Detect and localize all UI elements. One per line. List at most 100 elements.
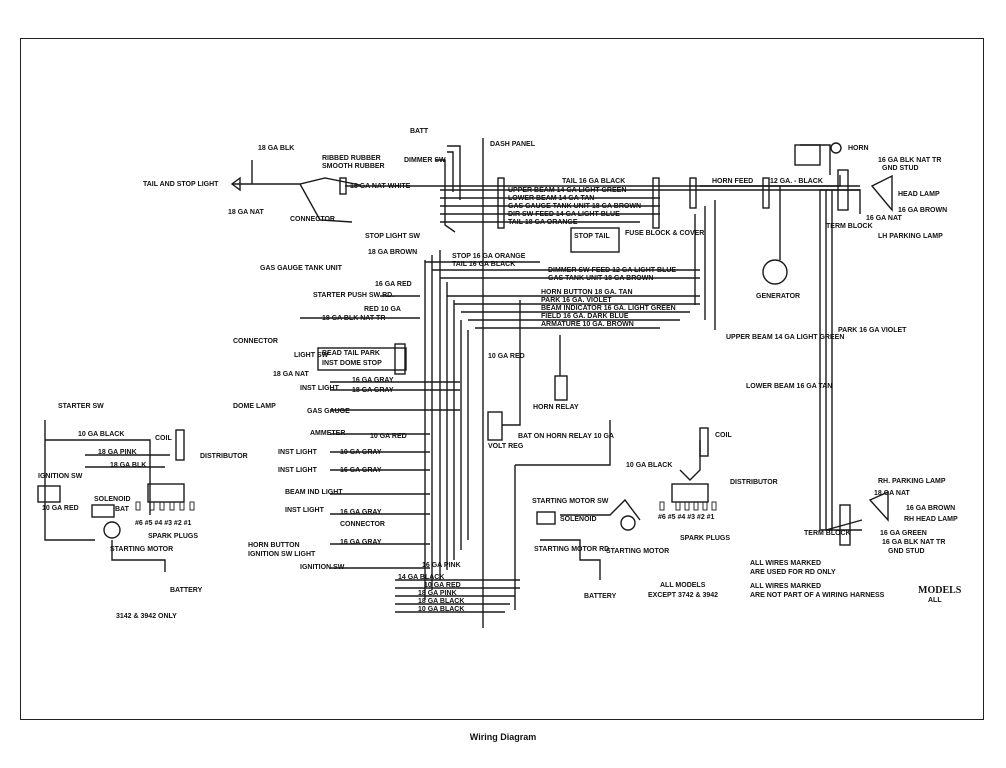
label-18ga-black: 18 GA BLACK: [418, 598, 464, 605]
label-18ga-nat-c: 18 GA NAT: [874, 490, 911, 497]
label-models: MODELS: [918, 585, 962, 596]
label-10ga-black-a: 10 GA BLACK: [78, 431, 124, 438]
label-horn-button-tan: HORN BUTTON 18 GA. TAN: [541, 289, 633, 296]
label-dome-lamp: DOME LAMP: [233, 403, 276, 410]
label-starting-motor-sw: STARTING MOTOR SW: [532, 498, 609, 505]
label-solenoid-a: SOLENOID: [94, 496, 131, 503]
label-18ga-pink: 18 GA PINK: [98, 449, 137, 456]
label-gas-tank-unit: GAS TANK UNIT 18 GA BROWN: [548, 275, 653, 282]
label-fuse-block: FUSE BLOCK & COVER: [625, 230, 704, 237]
label-dash-panel: DASH PANEL: [490, 141, 536, 148]
label-light-sw: LIGHT SW: [294, 352, 329, 359]
label-starting-motor-a: STARTING MOTOR: [110, 546, 173, 553]
label-stop-light-sw: STOP LIGHT SW: [365, 233, 420, 240]
label-16ga-blk-nat-tr: 16 GA BLK NAT TR: [878, 157, 941, 164]
label-10ga-red-b: 10 GA RED: [370, 433, 407, 440]
label-all-models: ALL MODELS: [660, 582, 706, 589]
label-starter-push: STARTER PUSH SW RD.: [313, 292, 394, 299]
label-tail-orange: TAIL 18 GA ORANGE: [508, 219, 578, 226]
label-all-wires-harness: ALL WIRES MARKED: [750, 583, 821, 590]
label-tail-black: TAIL 16 GA BLACK: [562, 178, 625, 185]
label-16ga-brown-b: 16 GA BROWN: [906, 505, 955, 512]
label-not-part-harness: ARE NOT PART OF A WIRING HARNESS: [750, 592, 885, 599]
label-16ga-gray-b: 16 GA GRAY: [340, 467, 382, 474]
label-16ga-blk-nat-tr-b: 16 GA BLK NAT TR: [882, 539, 945, 546]
label-beam-indicator: BEAM INDICATOR 16 GA. LIGHT GREEN: [541, 305, 676, 312]
label-10ga-black-c: 10 GA BLACK: [626, 462, 672, 469]
label-beam-ind-light: BEAM IND LIGHT: [285, 489, 343, 496]
label-stop-orange: STOP 16 GA ORANGE: [452, 253, 526, 260]
label-tail-stop-light: TAIL AND STOP LIGHT: [143, 181, 219, 188]
label-starting-motor-rd: STARTING MOTOR RD: [534, 546, 609, 553]
label-armature-brown: ARMATURE 10 GA. BROWN: [541, 321, 634, 328]
label-16ga-nat: 16 GA NAT: [866, 215, 903, 222]
label-14ga-black: 14 GA BLACK: [398, 574, 444, 581]
label-connector-b: CONNECTOR: [233, 338, 278, 345]
label-except-models: EXCEPT 3742 & 3942: [648, 592, 718, 599]
diagram-frame: [20, 38, 984, 720]
label-term-block-a: TERM BLOCK: [826, 223, 873, 230]
label-upper-beam-green: UPPER BEAM 14 GA LIGHT GREEN: [508, 187, 626, 194]
label-gnd-stud-a: GND STUD: [882, 165, 919, 172]
label-lh-parking-lamp: LH PARKING LAMP: [878, 233, 943, 240]
label-used-rd-only: ARE USED FOR RD ONLY: [750, 569, 836, 576]
label-ignition-sw-b: IGNITION SW: [300, 564, 345, 571]
label-plug-nums-b: #6 #5 #4 #3 #2 #1: [658, 514, 715, 521]
label-18ga-brown: 18 GA BROWN: [368, 249, 417, 256]
label-10ga-gray: 10 GA GRAY: [340, 449, 382, 456]
label-distributor-a: DISTRIBUTOR: [200, 453, 248, 460]
labels: BATT DASH PANEL DIMMER SW HORN 18 GA BLK…: [38, 128, 962, 620]
label-16ga-brown: 16 GA BROWN: [898, 207, 947, 214]
label-18ga-blk-nat-tr: 18 GA BLK NAT TR: [322, 315, 385, 322]
label-spark-plugs-a: SPARK PLUGS: [148, 533, 198, 540]
label-12ga-black: 12 GA. - BLACK: [770, 178, 823, 185]
label-inst-light-a: INST LIGHT: [300, 385, 340, 392]
label-18ga-pink-b: 18 GA PINK: [418, 590, 457, 597]
label-models-3142: 3142 & 3942 ONLY: [116, 613, 177, 620]
label-16ga-gray-d: 16 GA GRAY: [340, 539, 382, 546]
label-connector-c: CONNECTOR: [340, 521, 385, 528]
label-18ga-nat-white: 18 GA NAT WHITE: [350, 183, 411, 190]
label-rh-parking-lamp: RH. PARKING LAMP: [878, 478, 946, 485]
label-generator: GENERATOR: [756, 293, 800, 300]
label-horn: HORN: [848, 145, 869, 152]
label-smooth-rubber: SMOOTH RUBBER: [322, 163, 385, 170]
label-battery-b: BATTERY: [584, 593, 617, 600]
label-horn-feed: HORN FEED: [712, 178, 753, 185]
label-dimmer-sw: DIMMER SW: [404, 157, 446, 164]
label-spark-plugs-b: SPARK PLUGS: [680, 535, 730, 542]
diagram-caption: Wiring Diagram: [469, 732, 537, 742]
label-horn-relay: HORN RELAY: [533, 404, 579, 411]
label-16ga-gray-a: 16 GA GRAY: [352, 377, 394, 384]
label-gas-gauge: GAS GAUGE: [307, 408, 350, 415]
label-solenoid-b: SOLENOID: [560, 516, 597, 523]
label-16ga-pink: 16 GA PINK: [422, 562, 461, 569]
label-18ga-gray: 18 GA GRAY: [352, 387, 394, 394]
label-red-10ga: RED 10 GA: [364, 306, 401, 313]
label-16ga-red: 16 GA RED: [375, 281, 412, 288]
label-distributor-b: DISTRIBUTOR: [730, 479, 778, 486]
label-inst-light-c: INST LIGHT: [278, 467, 318, 474]
label-dir-sw-feed: DIR SW FEED 14 GA LIGHT BLUE: [508, 211, 620, 218]
label-10ga-red-c: 10 GA RED: [42, 505, 79, 512]
label-batt: BATT: [410, 128, 429, 135]
label-coil-b: COIL: [715, 432, 732, 439]
label-18ga-blk-a: 18 GA BLK: [258, 145, 294, 152]
label-head-lamp: HEAD LAMP: [898, 191, 940, 198]
label-park-violet-right: PARK 16 GA VIOLET: [838, 327, 907, 334]
label-bat: BAT: [115, 506, 130, 513]
label-rh-head-lamp: RH HEAD LAMP: [904, 516, 958, 523]
label-gas-gauge-tank-unit: GAS GAUGE TANK UNIT: [260, 265, 343, 272]
label-all: ALL: [928, 597, 942, 604]
label-plug-nums-a: #6 #5 #4 #3 #2 #1: [135, 520, 192, 527]
label-ignition-sw-a: IGNITION SW: [38, 473, 83, 480]
label-coil-a: COIL: [155, 435, 172, 442]
label-field-dark-blue: FIELD 16 GA. DARK BLUE: [541, 313, 629, 320]
label-term-block-b: TERM BLOCK: [804, 530, 851, 537]
label-upper-beam-right: UPPER BEAM 14 GA LIGHT GREEN: [726, 334, 844, 341]
label-ammeter: AMMETER: [310, 430, 345, 437]
label-ribbed-rubber: RIBBED RUBBER: [322, 155, 381, 162]
label-park-violet: PARK 16 GA. VIOLET: [541, 297, 612, 304]
label-horn-button: HORN BUTTON: [248, 542, 300, 549]
